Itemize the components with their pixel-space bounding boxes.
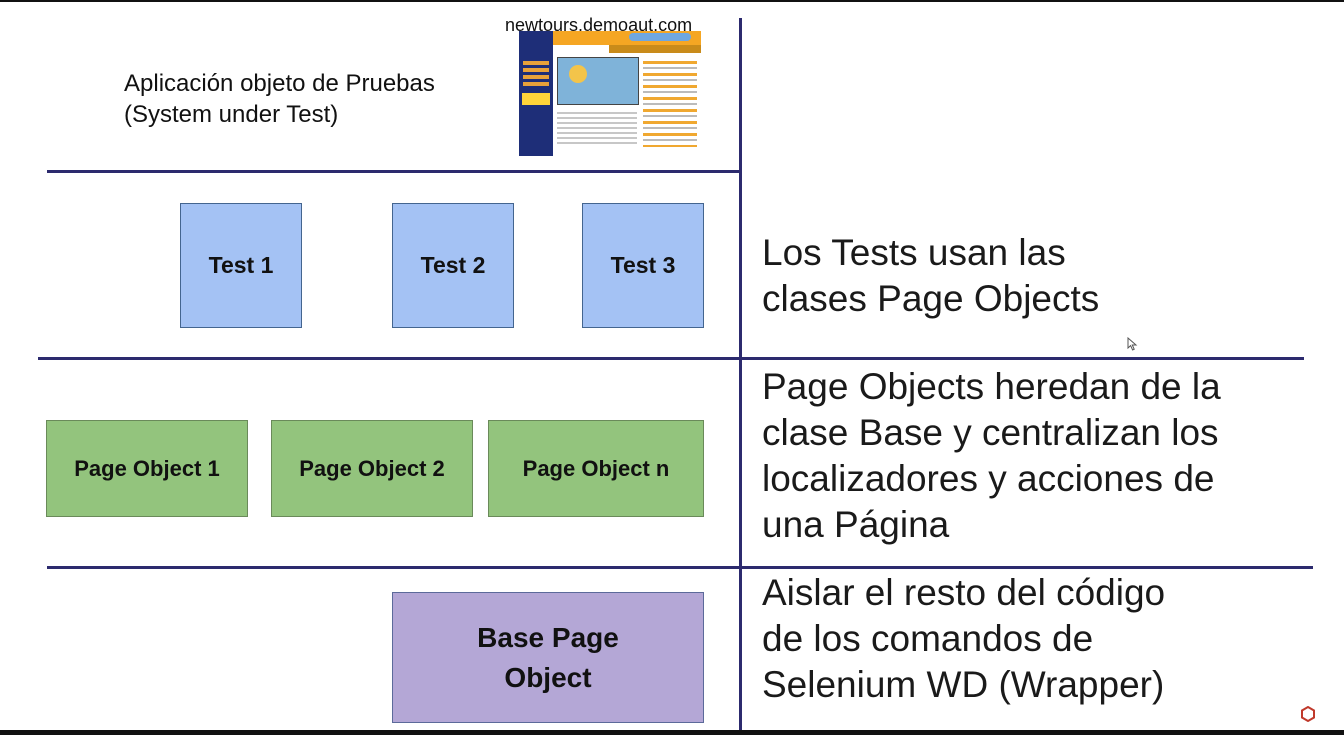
row-divider-2 <box>38 357 1304 360</box>
test-box-2: Test 2 <box>392 203 514 328</box>
frame-bottom-border <box>0 730 1344 735</box>
website-thumbnail <box>519 31 701 156</box>
row-divider-3 <box>47 566 1313 569</box>
page-objects-description: Page Objects heredan de la clase Base y … <box>762 366 1221 545</box>
sut-label: Aplicación objeto de Pruebas (System und… <box>124 70 435 128</box>
base-description: Aislar el resto del código de los comand… <box>762 572 1166 705</box>
base-page-object-box: Base Page Object <box>392 592 704 723</box>
site-url: newtours.demoaut.com <box>505 15 693 35</box>
page-object-box-1: Page Object 1 <box>46 420 248 517</box>
row-divider-1 <box>47 170 740 173</box>
test-box-1: Test 1 <box>180 203 302 328</box>
page-object-box-2: Page Object 2 <box>271 420 473 517</box>
frame-top-border <box>0 0 1344 2</box>
column-divider <box>739 18 742 730</box>
test-box-3: Test 3 <box>582 203 704 328</box>
page-object-box-n: Page Object n <box>488 420 704 517</box>
hexagon-logo-icon <box>1301 706 1315 722</box>
tests-description: Los Tests usan las clases Page Objects <box>762 232 1100 319</box>
mouse-pointer-icon <box>1127 337 1138 351</box>
